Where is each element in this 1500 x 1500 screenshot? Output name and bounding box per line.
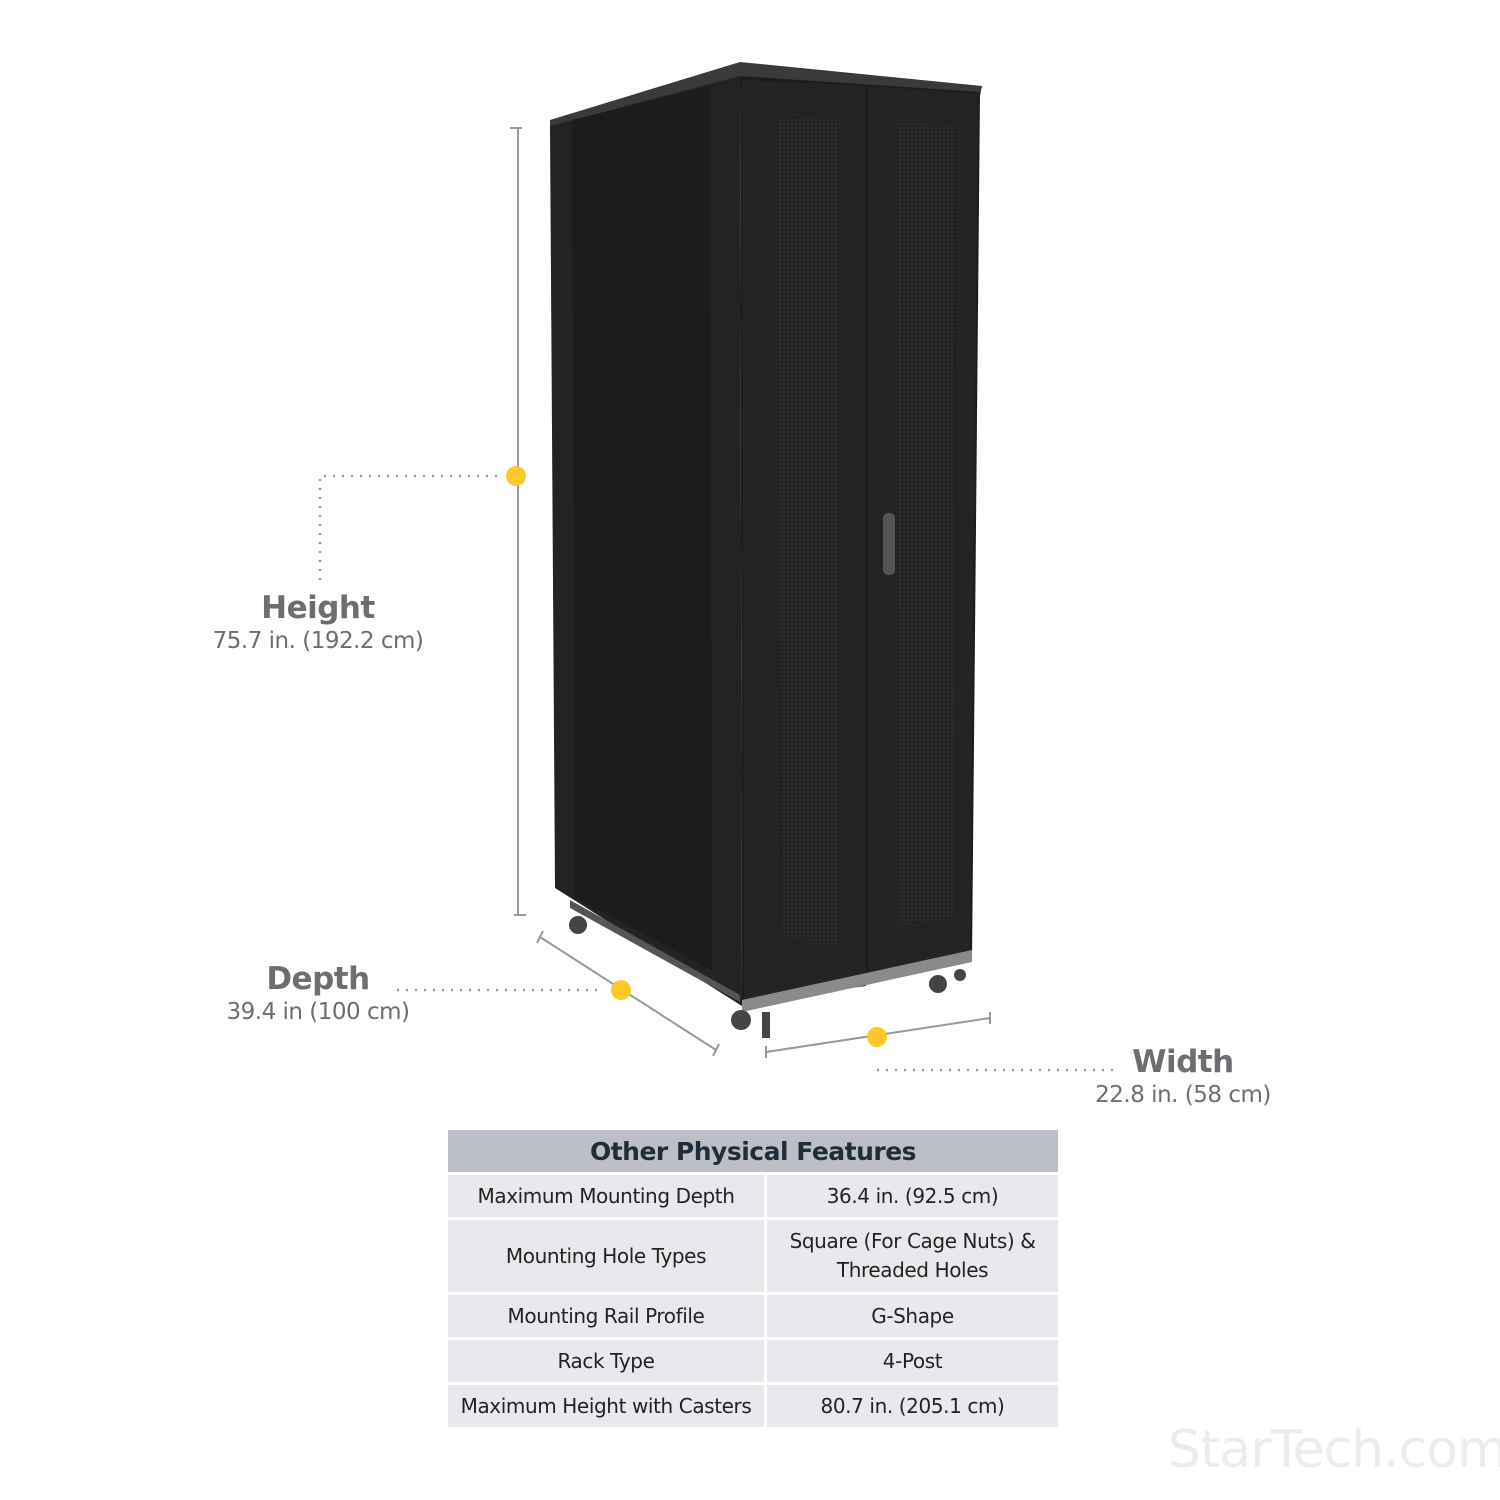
- row-key: Mounting Rail Profile: [448, 1292, 767, 1337]
- mesh-panel-left: [778, 116, 838, 945]
- depth-value: 39.4 in (100 cm): [226, 999, 410, 1025]
- row-key: Maximum Height with Casters: [448, 1382, 767, 1427]
- row-key: Rack Type: [448, 1337, 767, 1382]
- depth-label: Depth: [266, 961, 370, 997]
- row-value: 80.7 in. (205.1 cm): [767, 1382, 1058, 1427]
- row-value: G-Shape: [767, 1292, 1058, 1337]
- depth-callout: Depth 39.4 in (100 cm): [226, 961, 410, 1027]
- rack-cabinet: [550, 62, 982, 1038]
- physical-features-table: Other Physical Features Maximum Mounting…: [448, 1130, 1058, 1427]
- row-key: Maximum Mounting Depth: [448, 1172, 767, 1217]
- dimension-markers: [506, 466, 887, 1047]
- row-value: 4-Post: [767, 1337, 1058, 1382]
- leader-lines: [318, 474, 1117, 1072]
- height-label: Height: [261, 590, 375, 626]
- mesh-panel-right: [898, 122, 955, 925]
- row-key: Mounting Hole Types: [448, 1217, 767, 1292]
- row-value: 36.4 in. (92.5 cm): [767, 1172, 1058, 1217]
- width-callout: Width 22.8 in. (58 cm): [1095, 1044, 1271, 1110]
- door-handle: [883, 513, 895, 575]
- row-value: Square (For Cage Nuts) & Threaded Holes: [767, 1217, 1058, 1292]
- depth-marker-dot: [611, 980, 631, 1000]
- width-marker-dot: [867, 1027, 887, 1047]
- table-title: Other Physical Features: [448, 1130, 1058, 1172]
- width-label: Width: [1132, 1044, 1234, 1080]
- height-marker-dot: [506, 466, 526, 486]
- brand-watermark: StarTech.com: [1168, 1420, 1500, 1480]
- width-value: 22.8 in. (58 cm): [1095, 1082, 1271, 1108]
- height-callout: Height 75.7 in. (192.2 cm): [213, 590, 424, 656]
- height-value: 75.7 in. (192.2 cm): [212, 628, 424, 654]
- casters: [569, 916, 966, 1038]
